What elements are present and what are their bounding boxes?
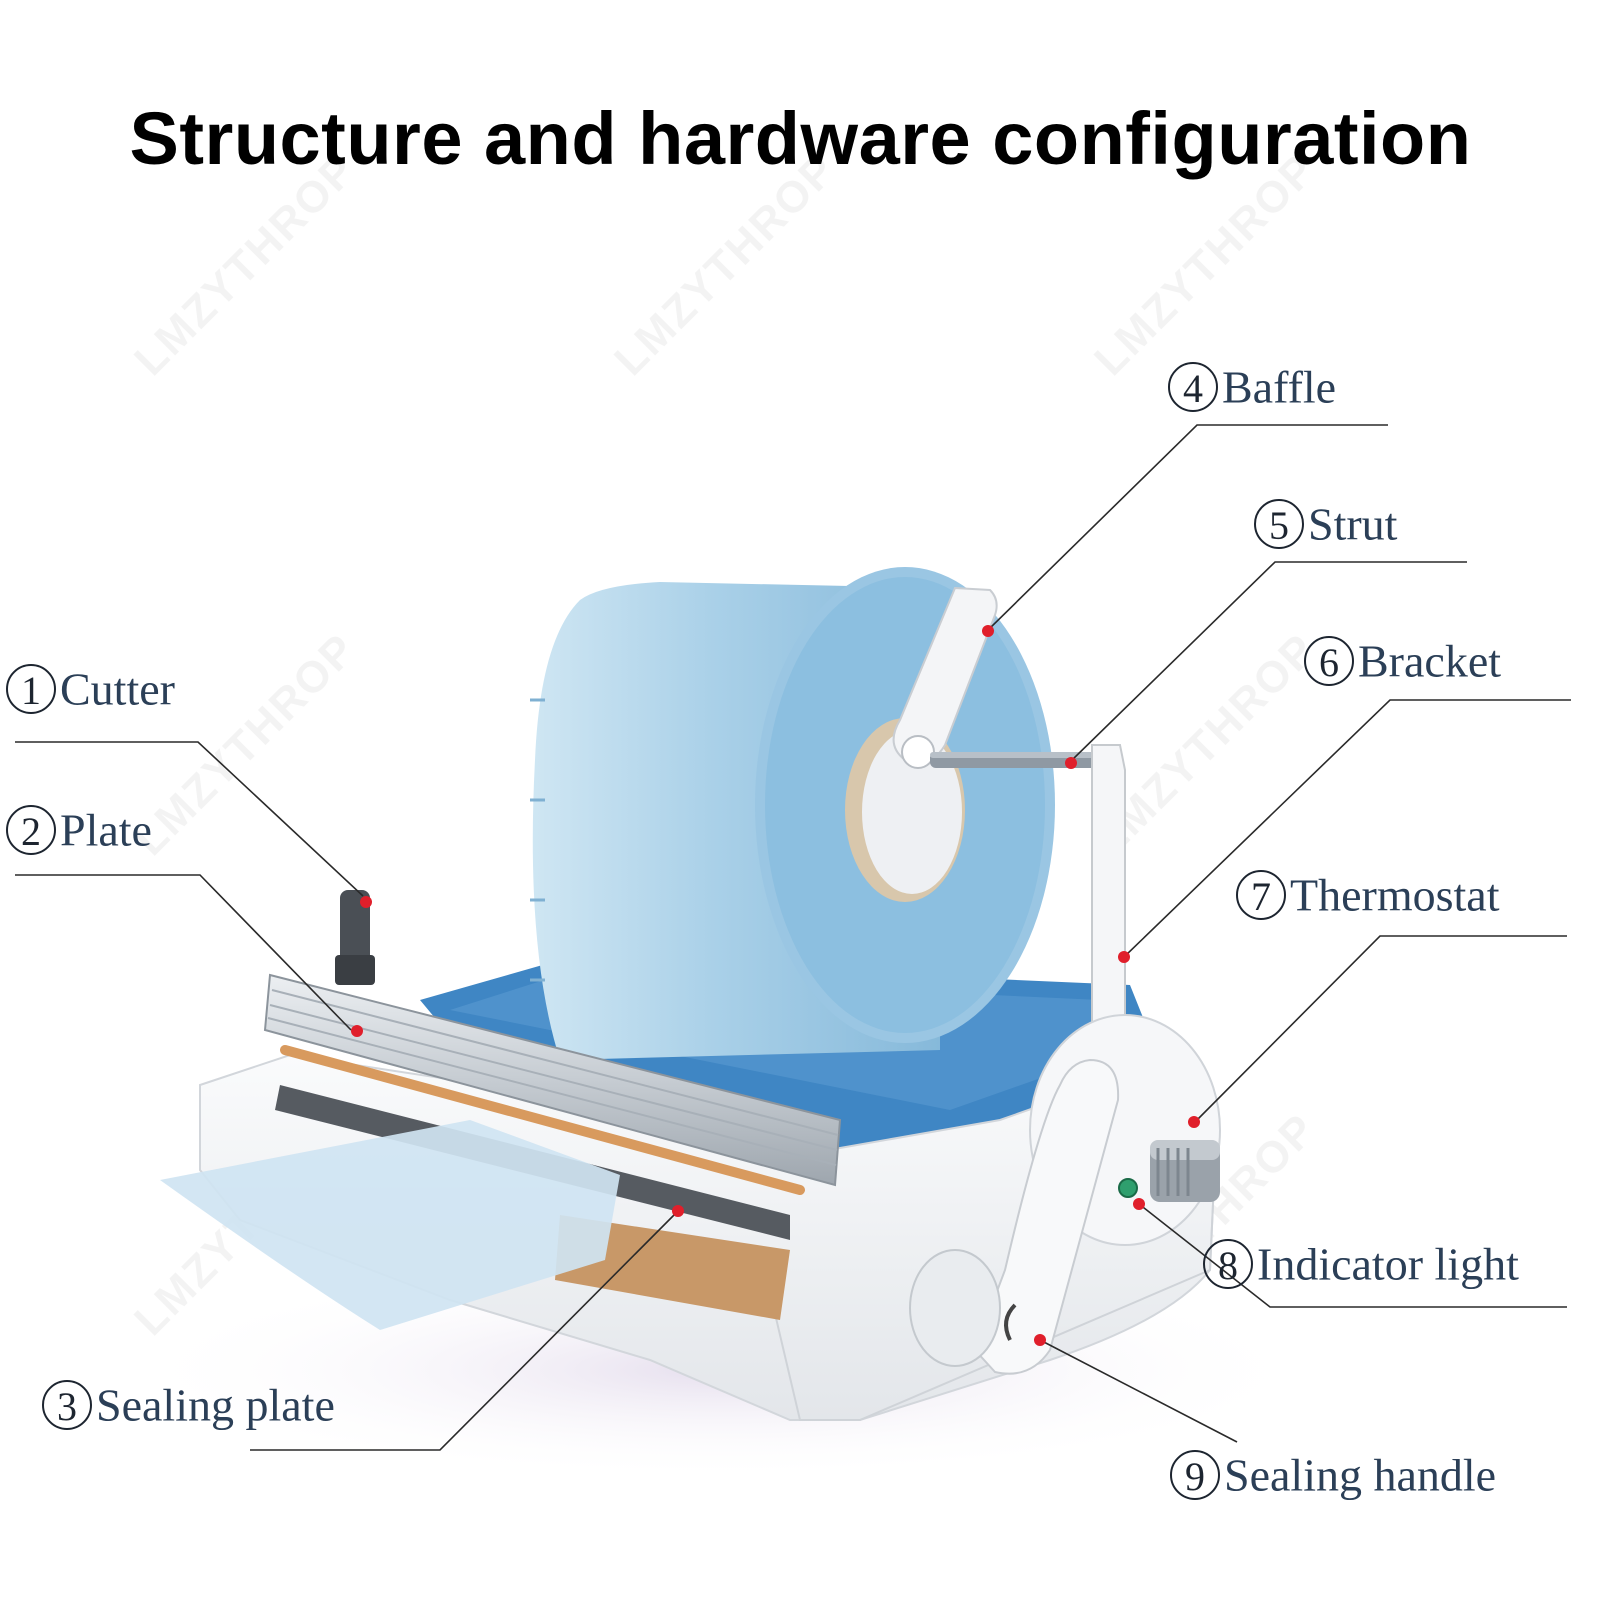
label-text: Strut	[1308, 498, 1398, 550]
number-badge: 5	[1254, 499, 1304, 550]
marker-dot-sealing-plate	[672, 1205, 684, 1217]
label-text: Indicator light	[1257, 1238, 1519, 1290]
leader-line-bracket	[1123, 699, 1571, 958]
pouch-sheet	[160, 1120, 620, 1330]
leader-line-sealing-plate	[250, 1210, 679, 1451]
leader-line-sealing-handle	[1039, 1339, 1238, 1443]
sealing-plate	[555, 1215, 790, 1320]
sealing-handle	[973, 1058, 1120, 1375]
number-badge: 8	[1203, 1239, 1253, 1290]
number-badge: 7	[1236, 870, 1286, 921]
marker-dot-cutter	[360, 896, 372, 908]
marker-dot-bracket	[1118, 951, 1130, 963]
leader-line-thermostat	[1194, 935, 1567, 1123]
leader-line-indicator-light	[1138, 1203, 1567, 1308]
plate-bar	[263, 973, 842, 1187]
label-text: Plate	[60, 804, 152, 856]
label-text: Sealing plate	[96, 1379, 335, 1431]
marker-dot-strut	[1065, 757, 1077, 769]
number-badge: 1	[6, 664, 56, 715]
handle-grip	[909, 1249, 1001, 1367]
leader-line-strut	[1070, 561, 1467, 762]
leader-line-plate	[15, 874, 352, 1031]
label-text: Bracket	[1358, 635, 1502, 687]
label-text: Thermostat	[1290, 869, 1500, 921]
number-badge: 6	[1304, 636, 1354, 687]
marker-dot-sealing-handle	[1034, 1334, 1046, 1346]
label-text: Baffle	[1222, 361, 1337, 413]
number-badge: 4	[1168, 362, 1218, 413]
heating-wire	[280, 1045, 805, 1195]
label-text: Sealing handle	[1224, 1449, 1497, 1501]
number-badge: 9	[1170, 1450, 1220, 1501]
cutter	[340, 890, 370, 970]
leader-line-baffle	[986, 424, 1388, 632]
marker-dot-thermostat	[1188, 1116, 1200, 1128]
bracket	[1091, 744, 1126, 1037]
marker-dot-baffle	[982, 625, 994, 637]
label-text: Cutter	[60, 663, 175, 715]
page-title: Structure and hardware configuration	[129, 97, 1472, 180]
indicator-light	[1118, 1178, 1138, 1198]
marker-dot-plate	[351, 1025, 363, 1037]
number-badge: 3	[42, 1380, 92, 1431]
marker-dot-indicator-light	[1133, 1198, 1145, 1210]
number-badge: 2	[6, 805, 56, 856]
leader-line-cutter	[15, 741, 364, 897]
